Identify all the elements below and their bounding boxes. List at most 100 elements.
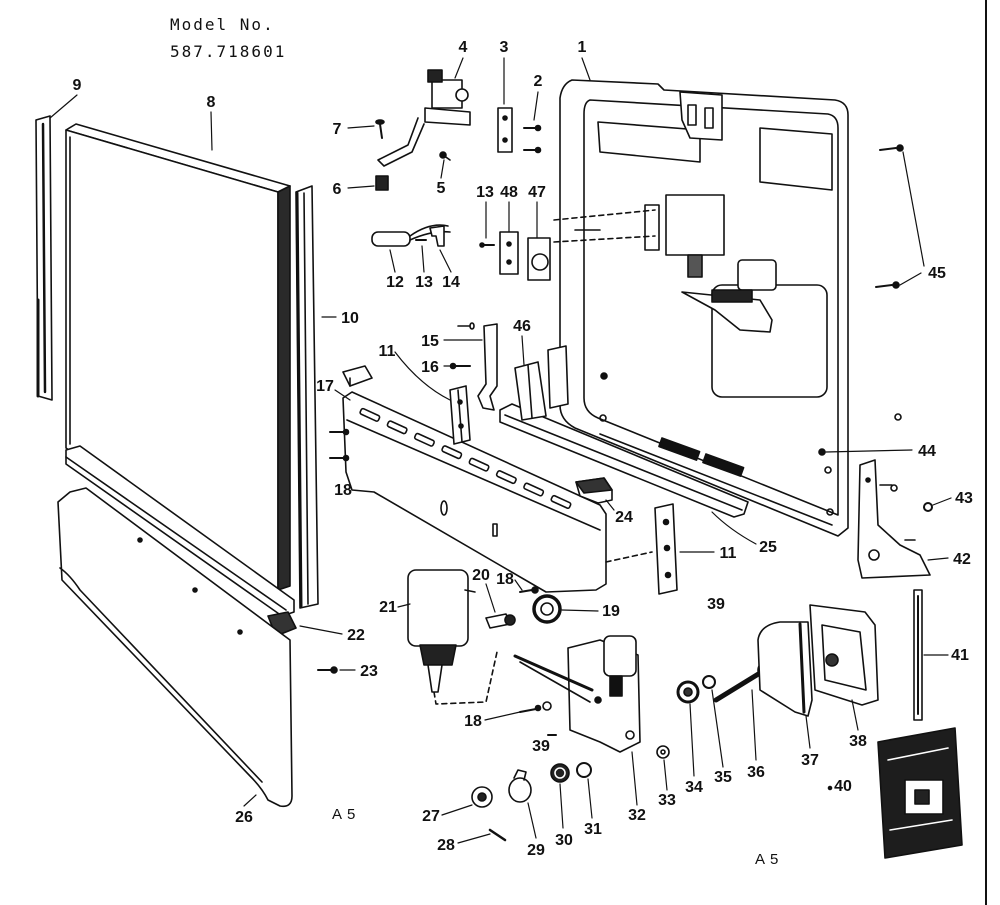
part-48-bracket [499, 231, 519, 275]
panel-end-block [342, 365, 373, 387]
callout-12: 12 [386, 274, 404, 291]
callout-20: 20 [472, 567, 490, 584]
model-label: Model No. [170, 15, 275, 34]
callout-18-lower: 18 [464, 713, 482, 730]
callout-leader-lines [49, 57, 952, 844]
callout-2: 2 [534, 73, 543, 90]
part-18-screws-left [329, 428, 350, 462]
part-23-screw [317, 666, 338, 674]
callout-26: 26 [235, 809, 253, 826]
part-20-screw [485, 613, 516, 629]
part-44-screw [818, 448, 826, 456]
callout-38: 38 [849, 733, 867, 750]
part-11-bracket-left [449, 385, 471, 445]
frame-dispenser-mechanism [681, 259, 777, 333]
sheet-mark-left: A5 [332, 806, 360, 823]
scan-speck [827, 785, 833, 791]
part-11-bracket-right [654, 503, 678, 595]
callout-48: 48 [500, 184, 518, 201]
part-47-bracket [527, 237, 551, 281]
part-25-lower-channel-strip [499, 403, 749, 518]
callout-23: 23 [360, 663, 378, 680]
callout-33: 33 [658, 792, 676, 809]
sheet-mark-right: A5 [755, 851, 783, 868]
water-valve-bracket [644, 194, 725, 278]
callout-13-upper: 13 [476, 184, 494, 201]
part-33-washer [656, 745, 670, 759]
callout-39-upper: 39 [707, 596, 725, 613]
part-9-side-trim [35, 115, 53, 401]
callout-13-lower: 13 [415, 274, 433, 291]
part-27-knob [471, 786, 493, 808]
callout-15: 15 [421, 333, 439, 350]
part-10-side-trim [295, 185, 319, 609]
callout-6: 6 [333, 181, 342, 198]
part-46-bracket [514, 345, 569, 421]
callout-11-left: 11 [379, 343, 396, 360]
callout-16: 16 [421, 359, 439, 376]
part-18-screw-mid [519, 586, 539, 594]
part-45-screws [875, 144, 904, 492]
part-39-washer [542, 701, 552, 711]
callout-28: 28 [437, 837, 455, 854]
part-17-control-panel-channel [342, 391, 607, 593]
part-4-dispenser-solenoid [377, 69, 471, 167]
part-3-bracket [497, 107, 513, 153]
part-19-ring [532, 594, 562, 624]
callout-35: 35 [714, 769, 732, 786]
callout-44: 44 [918, 443, 936, 460]
part-40-installation-package [877, 727, 963, 859]
callout-41: 41 [951, 647, 969, 664]
callout-43: 43 [955, 490, 973, 507]
callout-21: 21 [379, 599, 397, 616]
part-29-cam [508, 769, 532, 803]
assembly-reference-lines [433, 209, 656, 705]
part-24-block [575, 477, 613, 504]
callout-10: 10 [341, 310, 359, 327]
part-35-washer [702, 675, 716, 689]
callout-37: 37 [801, 752, 819, 769]
part-18-screw-lower [519, 704, 542, 713]
callout-7: 7 [333, 121, 342, 138]
door-bottom-trim-bar [65, 445, 295, 617]
callout-17: 17 [316, 378, 334, 395]
callout-5: 5 [437, 180, 446, 197]
callout-39-lower: 39 [532, 738, 550, 755]
model-number: 587.718601 [170, 42, 286, 61]
callout-18-left: 18 [334, 482, 352, 499]
callout-18-mid: 18 [496, 571, 514, 588]
callout-47: 47 [528, 184, 546, 201]
callout-14: 14 [442, 274, 460, 291]
callout-46: 46 [513, 318, 531, 335]
frame-hinge-bracket [679, 91, 723, 141]
callout-19: 19 [602, 603, 620, 620]
part-5-screw [439, 151, 451, 161]
part-43-screw [923, 502, 933, 512]
part-42-bracket [857, 459, 931, 579]
callout-29: 29 [527, 842, 545, 859]
callout-34: 34 [685, 779, 703, 796]
part-1-inner-door-liner-frame [559, 79, 849, 537]
callout-4: 4 [459, 39, 468, 56]
part-26-toe-plate [57, 487, 293, 808]
part-2-screws [523, 124, 542, 154]
callout-42: 42 [953, 551, 971, 568]
part-14-clip [429, 225, 445, 247]
part-7-screw [375, 119, 385, 139]
part-30-spring [550, 763, 570, 783]
callout-8: 8 [207, 94, 216, 111]
part-28-pin [488, 828, 507, 842]
part-32-switch-bracket-assembly [513, 635, 641, 753]
part-13-screw-upper [479, 242, 495, 248]
callout-40: 40 [834, 778, 852, 795]
callout-3: 3 [500, 39, 509, 56]
callout-31: 31 [584, 821, 602, 838]
part-15-bracket [457, 322, 498, 411]
callout-25: 25 [759, 539, 777, 556]
part-6-clip [375, 175, 389, 191]
part-38-housing [809, 604, 879, 706]
part-16-screw [449, 362, 471, 370]
callout-30: 30 [555, 832, 573, 849]
callout-36: 36 [747, 764, 765, 781]
